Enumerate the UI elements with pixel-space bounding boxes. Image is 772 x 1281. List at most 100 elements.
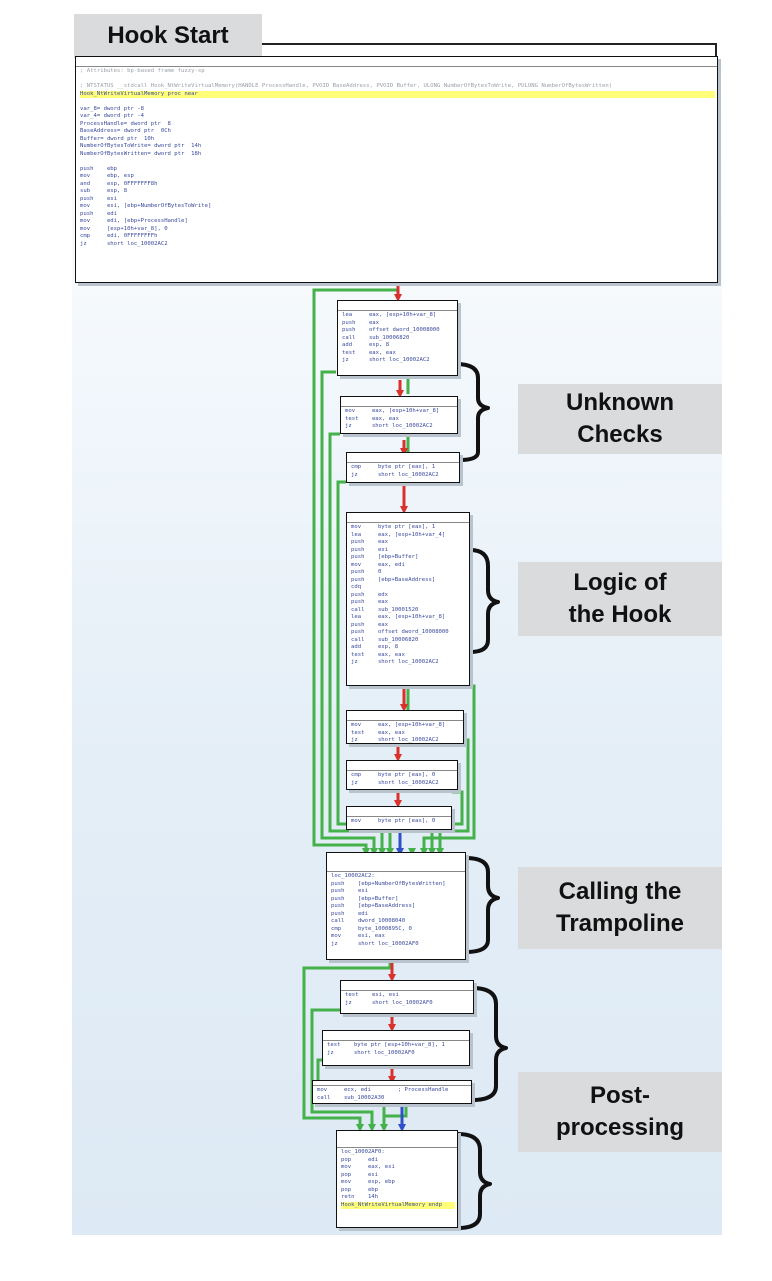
code-block-start[interactable]: ; Attributes: bp-based frame fuzzy-sp ; N… [75, 56, 718, 283]
code-line: Buffer= dword ptr 10h [80, 135, 155, 142]
code-line: push [ebp+NumberOfBytesWritten] [331, 880, 446, 887]
code-line: push esi [331, 888, 369, 894]
code-line: push [ebp+BaseAddress] [331, 903, 416, 909]
code-line: var_4= dword ptr -4 [80, 113, 144, 119]
title-rule [262, 43, 717, 45]
code-line: push eax [351, 599, 389, 605]
arrowhead-18 [394, 800, 402, 808]
code-line: test eax, eax [351, 651, 405, 658]
code-line: push ebp [80, 165, 118, 172]
code-line: retn 14h [341, 1194, 379, 1200]
code-line: test byte ptr [esp+10h+var_8], 1 [327, 1042, 445, 1048]
code-line: mov byte ptr [eax], 0 [351, 818, 436, 824]
code-line: NumberOfBytesToWrite= dword ptr 14h [80, 143, 202, 149]
brace-unknown-checks [454, 362, 490, 462]
edge-lane-6 [422, 684, 476, 852]
code-line: mov esi, eax [331, 933, 385, 939]
label-logic-of-the-hook: Logic of the Hook [518, 562, 722, 636]
arrowhead-11 [380, 1124, 388, 1132]
arrowhead-10 [368, 1124, 376, 1132]
edge-lane-12 [302, 960, 392, 1128]
brace-trampoline [464, 856, 500, 954]
code-line: push 0 [351, 569, 382, 575]
arrowhead-17 [394, 754, 402, 762]
code-line: mov esi, [ebp+NumberOfBytesToWrite] [80, 203, 212, 209]
code-line: test esi, esi [345, 992, 399, 998]
code-line: NumberOfBytesWritten= dword ptr 18h [80, 150, 202, 157]
code-line: push edi [331, 910, 369, 917]
code-line: jz short loc_10002AF0 [345, 999, 433, 1006]
code-line: cmp edi, 0FFFFFFFFh [80, 233, 158, 239]
code-block-b7[interactable]: mov byte ptr [eax], 0 [346, 806, 452, 830]
code-line: var_8= dword ptr -8 [80, 105, 144, 112]
code-line: mov eax, [esp+10h+var_8] [351, 722, 446, 728]
code-line: ProcessHandle= dword ptr 8 [80, 120, 171, 127]
code-line: pop edi [341, 1156, 379, 1163]
code-line: pop ebp [341, 1186, 379, 1193]
code-line: test eax, eax [345, 415, 399, 422]
code-line: Hook_NtWriteVirtualMemory proc near [80, 90, 715, 98]
code-line: jz short loc_10002AC2 [345, 423, 433, 429]
code-line: sub esp, 8 [80, 188, 128, 194]
code-line: call sub_10006820 [351, 636, 419, 643]
code-line: push offset dword_10008000 [351, 629, 449, 635]
edge-lane-5 [336, 480, 392, 852]
code-line: mov ecx, edi ; ProcessHandle [317, 1087, 449, 1093]
code-line: cmp byte ptr [eax], 0 [351, 772, 436, 778]
code-line: mov eax, [esp+10h+var_8] [345, 408, 440, 414]
edge-lane-13 [310, 1008, 374, 1128]
brace-post-processing [470, 986, 508, 1102]
code-line [80, 98, 715, 106]
code-line: mov [esp+10h+var_8], 0 [80, 225, 168, 232]
code-line: lea eax, [esp+10h+var_8] [342, 312, 437, 318]
arrowhead-12 [394, 294, 402, 302]
code-line: mov ebp, esp [80, 173, 134, 179]
code-line: and esp, 0FFFFFFF8h [80, 180, 158, 187]
code-line: jz short loc_10002AF0 [327, 1049, 415, 1056]
code-line: pop esi [341, 1171, 379, 1178]
code-line: push [ebp+BaseAddress] [351, 576, 436, 583]
code-line: push edi [80, 210, 118, 217]
code-line: push eax [342, 319, 380, 326]
edge-lane-15 [384, 1100, 408, 1118]
label-unknown-checks: Unknown Checks [518, 384, 722, 454]
code-line: jz short loc_10002AC2 [342, 357, 430, 363]
edge-lane-14 [316, 1058, 386, 1128]
code-line: push [ebp+Buffer] [331, 895, 399, 902]
code-line: ; Attributes: bp-based frame fuzzy-sp [80, 68, 205, 74]
code-line: jz short loc_10002AC2 [351, 659, 439, 665]
code-line: push edx [351, 591, 389, 598]
code-line: loc_10002AC2: [331, 873, 375, 879]
label-calling-the-trampoline: Calling the Trampoline [518, 867, 722, 949]
edge-lane-4 [328, 432, 384, 852]
edge-lane-7 [430, 738, 470, 852]
arrowhead-20 [388, 1024, 396, 1032]
code-line: cmp byte ptr [eax], 1 [351, 464, 436, 470]
code-line: call dword_10008040 [331, 918, 406, 924]
code-line: jz short loc_10002AC2 [351, 779, 439, 786]
code-line: lea eax, [esp+10h+var_4] [351, 531, 446, 538]
code-line: ; NTSTATUS __stdcall Hook_NtWriteVirtual… [80, 83, 613, 89]
arrowhead-16 [400, 704, 408, 712]
code-line: lea eax, [esp+10h+var_8] [351, 614, 446, 620]
hook-start-title: Hook Start [74, 14, 262, 58]
code-lines-start: ; Attributes: bp-based frame fuzzy-sp ; N… [80, 68, 715, 248]
arrowhead-15 [400, 506, 408, 514]
code-line: mov edi, [ebp+ProcessHandle] [80, 218, 188, 224]
code-line: push [ebp+Buffer] [351, 554, 419, 560]
code-line: call sub_10006820 [342, 334, 410, 341]
code-line: jz short loc_10002AC2 [351, 737, 439, 743]
code-line: add esp, 8 [351, 644, 399, 650]
edge-lane-8 [438, 790, 464, 852]
code-block-b8[interactable]: loc_10002AC2:push [ebp+NumberOfBytesWrit… [326, 852, 466, 960]
